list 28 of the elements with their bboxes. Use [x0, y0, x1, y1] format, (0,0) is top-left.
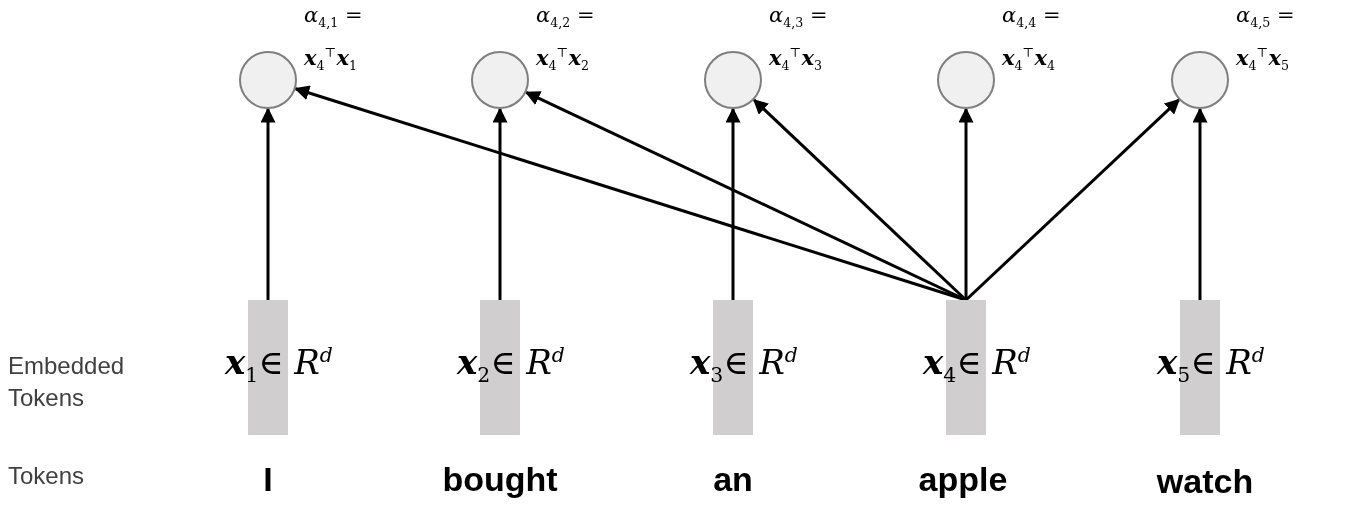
- attention-score-formula: α$_{4,4}$ = x$_{4}$$^{⊤}$x$_{4}$: [1002, 2, 1062, 76]
- attention-score-formula: α$_{4,3}$ = x$_{4}$$^{⊤}$x$_{3}$: [769, 2, 829, 76]
- arrow: [492, 107, 508, 300]
- score-circle: [704, 51, 762, 109]
- token-word: bought: [442, 460, 558, 499]
- token-word: an: [713, 460, 753, 499]
- token-word: watch: [1156, 462, 1254, 501]
- token-vector-formula: x$_{4}$∈ R$^{d}$: [923, 342, 1031, 387]
- token-vector-formula: x$_{1}$∈ R$^{d}$: [225, 342, 333, 387]
- token-vector-formula: x$_{2}$∈ R$^{d}$: [457, 342, 565, 387]
- score-circle: [937, 51, 995, 109]
- arrow: [1192, 107, 1208, 300]
- token-word: apple: [918, 460, 1008, 499]
- attention-score-formula: α$_{4,1}$ = x$_{4}$$^{⊤}$x$_{1}$: [304, 2, 364, 76]
- score-circle: [239, 51, 297, 109]
- row-label: Embedded Tokens: [8, 351, 126, 413]
- arrow: [958, 107, 974, 300]
- token-vector-formula: x$_{3}$∈ R$^{d}$: [690, 342, 798, 387]
- attention-score-formula: α$_{4,5}$ = x$_{4}$$^{⊤}$x$_{5}$: [1236, 2, 1296, 76]
- score-circle: [471, 51, 529, 109]
- arrow: [964, 98, 1180, 302]
- arrow: [260, 107, 276, 300]
- token-word: I: [263, 460, 273, 499]
- attention-score-formula: α$_{4,2}$ = x$_{4}$$^{⊤}$x$_{2}$: [536, 2, 596, 76]
- row-label: Tokens: [8, 461, 86, 491]
- score-circle: [1171, 51, 1229, 109]
- arrow: [725, 107, 741, 300]
- token-vector-formula: x$_{5}$∈ R$^{d}$: [1157, 342, 1265, 387]
